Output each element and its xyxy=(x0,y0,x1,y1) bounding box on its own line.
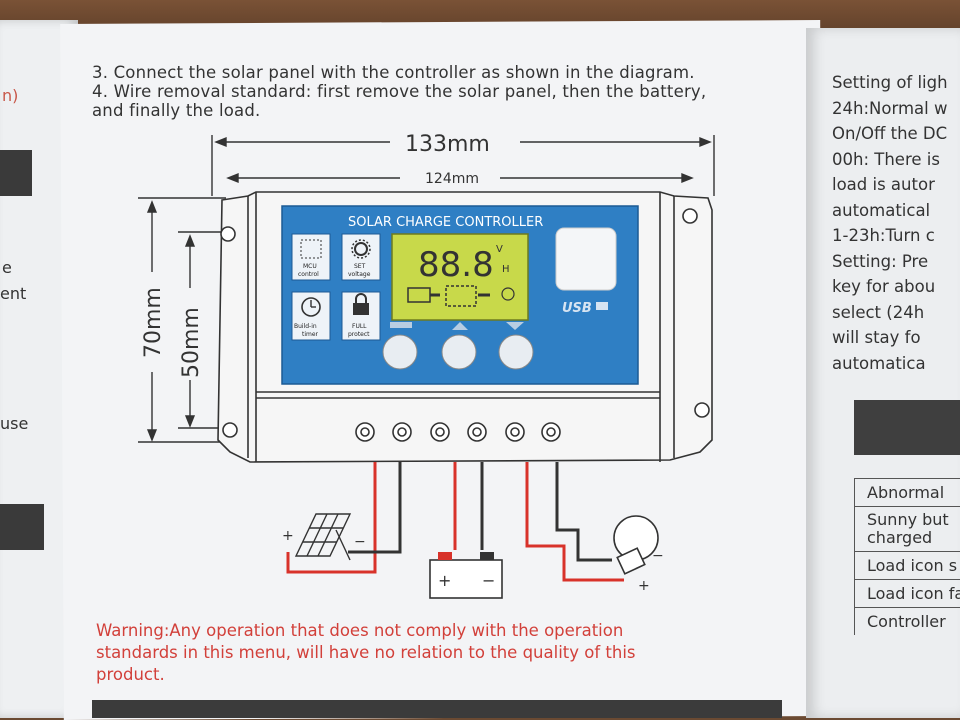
lcd-unit-v: V xyxy=(496,244,503,255)
mcu-label-1: MCU xyxy=(303,263,317,270)
table-row: Abnormal xyxy=(855,478,960,506)
warning-text: Warning:Any operation that does not comp… xyxy=(96,620,636,686)
load-plus: + xyxy=(638,578,650,594)
battery-icon xyxy=(429,552,503,599)
terminal-screws xyxy=(355,422,561,442)
instruction-line: 3. Connect the solar panel with the cont… xyxy=(92,63,695,82)
usb-label: USB xyxy=(562,301,592,316)
menu-button[interactable] xyxy=(382,334,418,370)
table-row: Load icon fa xyxy=(855,579,960,607)
instruction-line: and finally the load. xyxy=(92,101,261,120)
right-text-line: Setting of ligh xyxy=(832,73,948,92)
down-button[interactable] xyxy=(498,334,534,370)
height-inner-label: 50mm xyxy=(179,307,204,378)
set-voltage-icon: SET voltage xyxy=(341,233,381,281)
timer-label-2: timer xyxy=(302,331,319,338)
table-row: Load icon s xyxy=(855,551,960,579)
left-dark-bar-top xyxy=(0,150,32,196)
wires xyxy=(286,462,624,582)
right-text-line: select (24h xyxy=(832,302,925,322)
instructions: 3. Connect the solar panel with the cont… xyxy=(92,63,706,120)
usb-port-window xyxy=(555,227,617,291)
lock-label-2: protect xyxy=(348,331,370,338)
solar-minus: − xyxy=(354,534,366,550)
right-text-line: automatica xyxy=(832,353,926,373)
set-label-1: SET xyxy=(354,263,366,270)
lock-label-1: FULL xyxy=(352,323,367,330)
light-bulb-icon xyxy=(613,515,659,575)
right-text-line: 24h:Normal w xyxy=(832,98,948,118)
mcu-label-2: control xyxy=(298,271,319,278)
load-minus: − xyxy=(652,548,664,564)
timer-icon: Build-in timer xyxy=(291,291,331,341)
warning-line: Warning:Any operation that does not comp… xyxy=(96,621,624,640)
lcd-status-icons xyxy=(407,285,515,307)
right-text-line: 1-23h:Turn c xyxy=(832,226,935,245)
timer-label-1: Build-in xyxy=(294,323,317,330)
width-dimension-outer xyxy=(211,135,715,196)
battery-plus: + xyxy=(438,571,451,590)
instruction-line: 4. Wire removal standard: first remove t… xyxy=(92,82,707,101)
battery-minus: − xyxy=(482,571,495,590)
right-text-line: On/Off the DC xyxy=(832,124,948,143)
right-text-line: key for abou xyxy=(832,277,936,296)
width-outer-label: 133mm xyxy=(405,132,490,157)
width-inner-label: 124mm xyxy=(425,171,479,187)
right-text-line: load is autor xyxy=(832,175,935,194)
control-buttons xyxy=(390,322,524,330)
lock-icon: FULL protect xyxy=(341,291,381,341)
solar-plus: + xyxy=(282,528,294,544)
set-label-2: voltage xyxy=(348,271,371,278)
right-text-line: 00h: There is xyxy=(832,149,940,169)
table-row: Controller xyxy=(855,607,960,635)
height-outer-label: 70mm xyxy=(141,287,166,358)
height-dimension-outer xyxy=(138,197,226,443)
right-text-line: will stay fo xyxy=(832,328,921,347)
left-text-line: use xyxy=(0,414,29,433)
left-title-fragment: n) xyxy=(2,86,19,105)
width-dimension-inner xyxy=(226,172,694,184)
warning-line: product. xyxy=(96,665,165,684)
warning-line: standards in this menu, will have no rel… xyxy=(96,643,636,662)
usb-plug-icon xyxy=(596,302,608,310)
right-text-line: automatical xyxy=(832,200,931,220)
lcd-unit-h: H xyxy=(502,264,510,275)
lcd-value: 88.8 xyxy=(418,245,494,285)
right-column-text: Setting of ligh 24h:Normal w On/Off the … xyxy=(832,70,948,376)
height-dimension-inner xyxy=(178,231,222,429)
solar-panel-icon xyxy=(294,513,352,561)
right-page xyxy=(806,28,960,718)
left-text-line: e xyxy=(2,258,12,277)
table-row: Sunny but charged xyxy=(855,506,960,551)
right-dark-bar xyxy=(854,400,960,455)
left-text-line: ent xyxy=(0,284,27,303)
bottom-dark-bar xyxy=(92,700,782,718)
right-text-line: Setting: Pre xyxy=(832,251,929,271)
controller-title: SOLAR CHARGE CONTROLLER xyxy=(348,215,543,230)
mcu-icon: MCU control xyxy=(291,233,331,281)
up-button[interactable] xyxy=(441,334,477,370)
right-status-table: Abnormal Sunny but charged Load icon s L… xyxy=(854,478,960,635)
left-dark-bar-bottom xyxy=(0,504,44,550)
